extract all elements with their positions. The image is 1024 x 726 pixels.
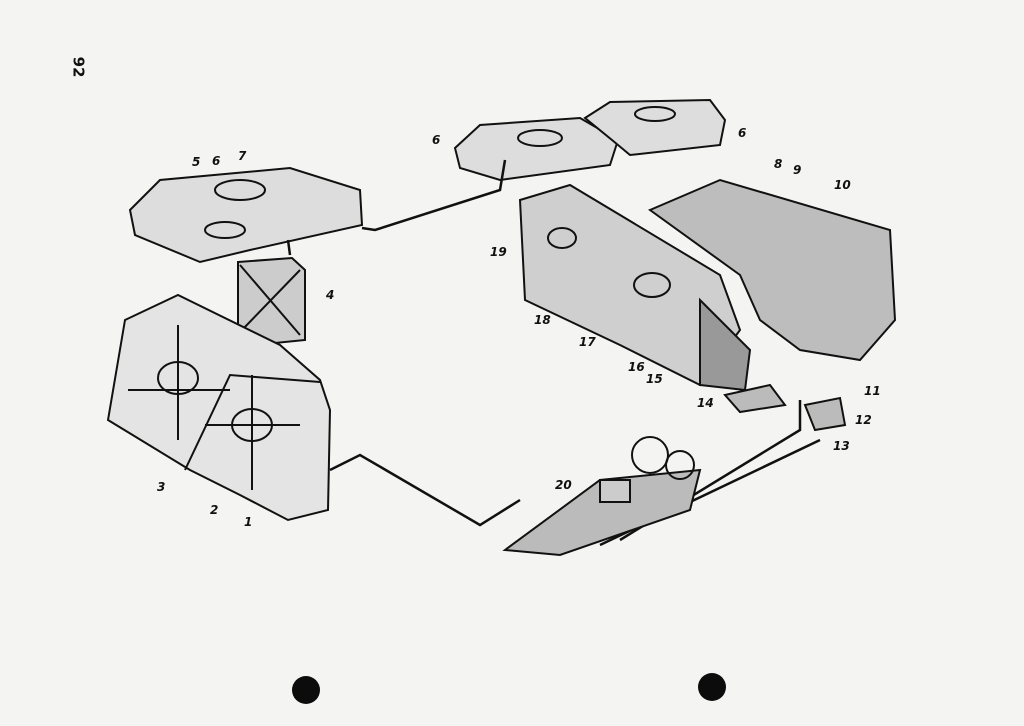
front-fuel-tanks xyxy=(106,293,332,522)
callout-6: 6 xyxy=(432,133,441,147)
callout-8: 8 xyxy=(774,157,783,171)
callout-14: 14 xyxy=(697,396,714,410)
callout-18: 18 xyxy=(534,313,551,327)
engine-block xyxy=(518,178,897,392)
callout-2: 2 xyxy=(210,503,219,517)
binder-hole xyxy=(698,673,726,701)
callout-6: 6 xyxy=(212,154,221,168)
callout-3: 3 xyxy=(157,480,166,494)
binder-hole xyxy=(292,676,320,704)
fuel-pumps xyxy=(723,383,847,432)
callout-11: 11 xyxy=(864,384,881,398)
callout-16: 16 xyxy=(628,360,645,374)
callout-13: 13 xyxy=(833,439,850,453)
callout-4: 4 xyxy=(326,288,335,302)
callout-15: 15 xyxy=(646,372,663,386)
callout-7: 7 xyxy=(238,149,247,163)
top-right-fuel-tanks xyxy=(453,98,727,182)
callout-17: 17 xyxy=(579,335,596,349)
callout-20: 20 xyxy=(555,478,572,492)
callout-1: 1 xyxy=(244,515,253,529)
callout-9: 9 xyxy=(793,163,802,177)
top-left-fuel-tank xyxy=(128,166,364,264)
callout-10: 10 xyxy=(834,178,851,192)
callout-12: 12 xyxy=(855,413,872,427)
callout-5: 5 xyxy=(192,155,201,169)
manual-pump-assembly xyxy=(502,436,702,557)
callout-6: 6 xyxy=(738,126,747,140)
callout-19: 19 xyxy=(490,245,507,259)
